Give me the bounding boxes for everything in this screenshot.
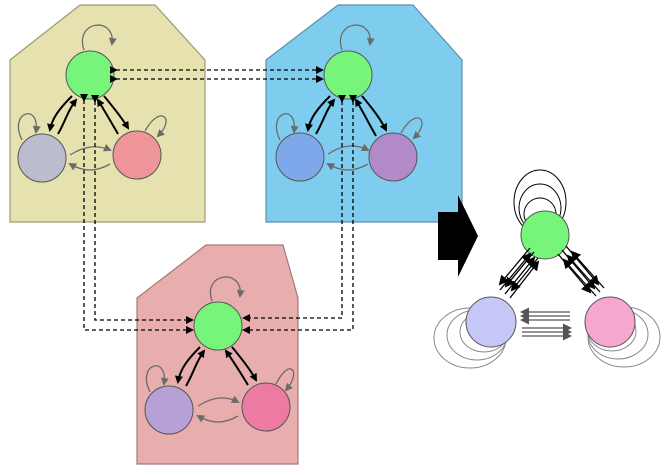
reduced-left-node <box>465 296 517 348</box>
house-red-left-node <box>144 385 194 435</box>
edge-top-right-b <box>224 349 249 386</box>
house-yellow-top-node <box>65 50 115 100</box>
house-blue-left-node <box>275 132 325 182</box>
inter-house-links <box>80 66 357 334</box>
self-loop-top <box>81 24 117 51</box>
edge-top-left-b <box>185 349 206 387</box>
edge-top-right-a <box>361 95 387 132</box>
reduced-edges-top-left <box>498 247 540 299</box>
house-red <box>136 244 299 465</box>
self-loop-top <box>209 276 245 302</box>
house-yellow <box>9 4 206 223</box>
dashed-link-yellow-red-b <box>91 95 194 324</box>
reduced-edges-left-right <box>520 307 572 341</box>
house-blue-right-node <box>368 132 418 182</box>
self-loop-right <box>275 368 295 392</box>
house-yellow-left-node <box>17 133 67 183</box>
reduced-graph <box>433 169 661 369</box>
edge-left-right-a <box>197 395 240 407</box>
self-loop-left <box>17 113 41 141</box>
dashed-link-yellow-red-a <box>80 94 194 334</box>
house-blue-top-node <box>323 50 373 100</box>
edge-top-left-a <box>174 346 201 384</box>
reduced-top-node <box>520 210 570 260</box>
house-yellow-body <box>9 4 206 223</box>
reduced-edges-top-right <box>557 245 605 297</box>
transformation-arrow <box>438 195 478 277</box>
self-loop-right <box>400 117 423 140</box>
edge-top-right-b <box>354 98 377 137</box>
edge-top-right-a <box>231 346 257 382</box>
house-red-right-node <box>241 382 291 432</box>
edge-top-left-b <box>57 98 78 135</box>
self-loop-left <box>145 365 169 393</box>
reduced-right-node <box>584 296 636 348</box>
edge-left-right-b <box>196 415 239 423</box>
edge-top-left-a <box>47 95 73 132</box>
self-loop-top <box>339 24 375 51</box>
house-blue <box>265 4 463 223</box>
dashed-link-blue-red-b <box>242 95 357 334</box>
house-red-top-node <box>193 301 243 351</box>
house-yellow-right-node <box>112 130 162 180</box>
